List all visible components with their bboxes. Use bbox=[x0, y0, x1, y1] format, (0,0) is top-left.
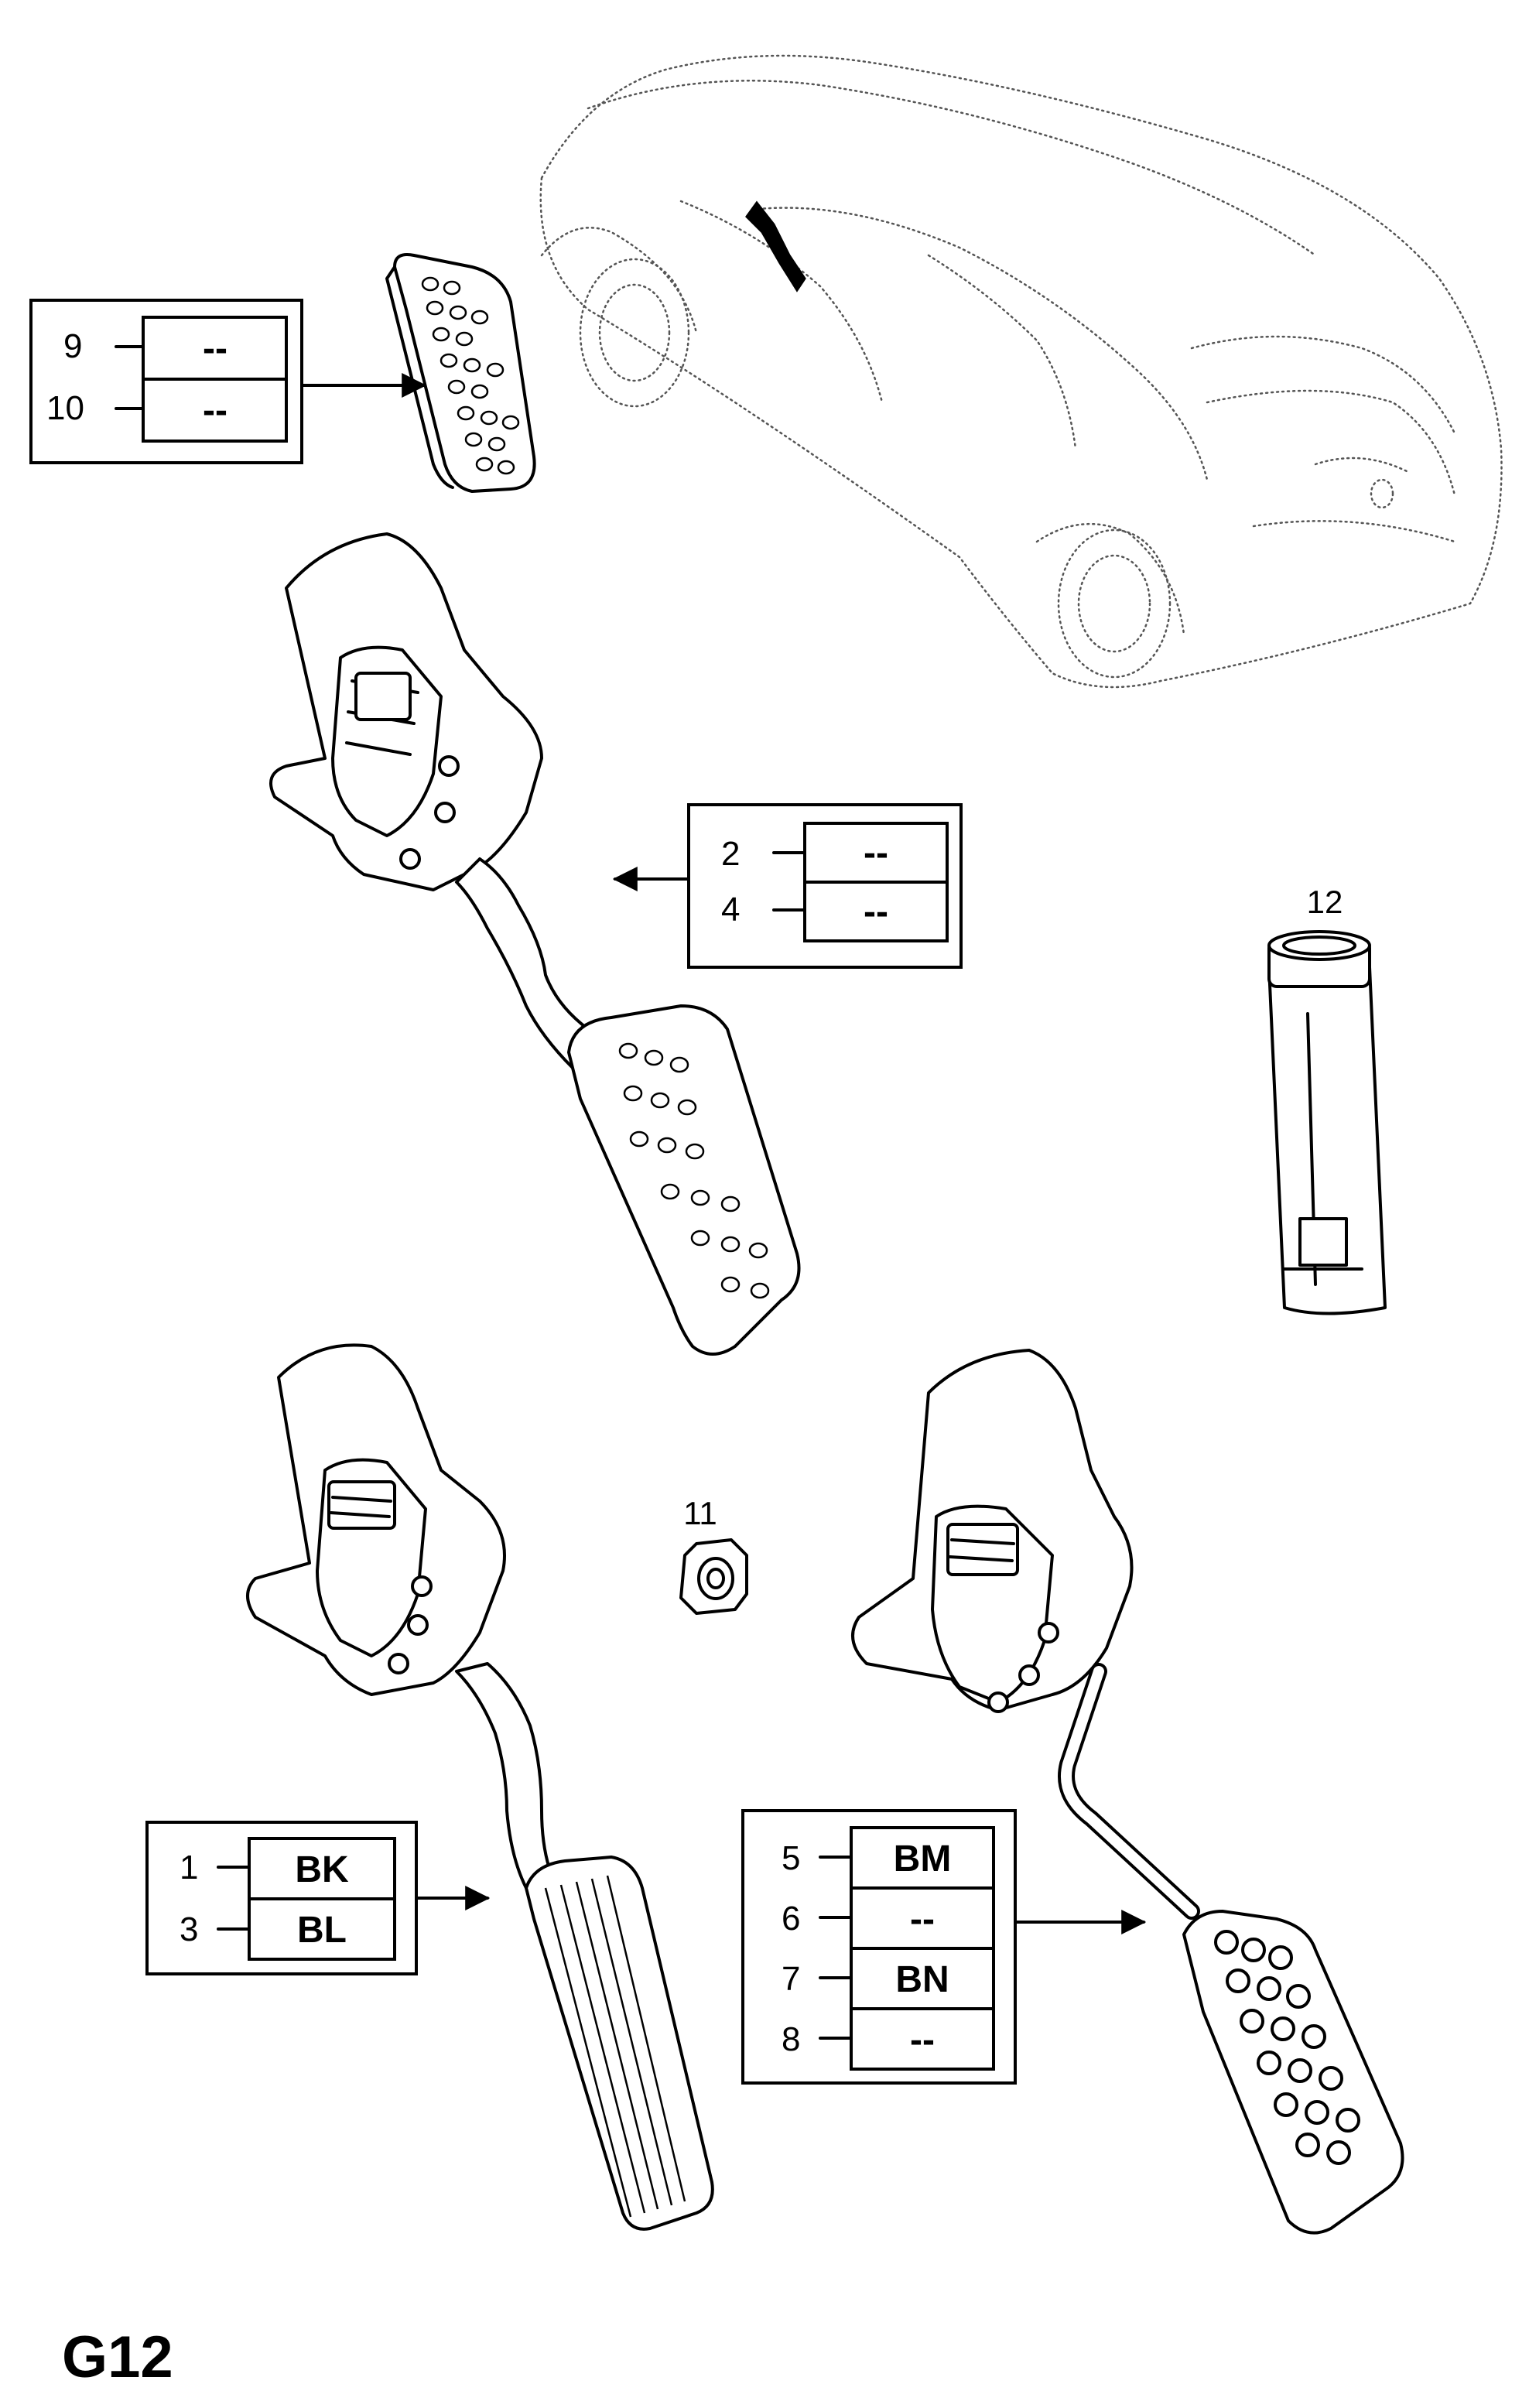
callout-code: BK bbox=[295, 1849, 349, 1890]
callout-code-cell bbox=[248, 1837, 396, 1900]
callout-number: 6 bbox=[782, 1900, 800, 1938]
callout-code: BL bbox=[297, 1910, 347, 1951]
accelerator-pedal-assembly-bottom-right bbox=[851, 1349, 1404, 2235]
car-outline-illustration bbox=[539, 54, 1503, 689]
pedal-pad-cover bbox=[385, 253, 536, 493]
callout-box-2-4: 2 4 -- -- bbox=[612, 803, 963, 969]
callout-number: 9 bbox=[63, 327, 82, 365]
accelerator-pedal-assembly-bottom-left bbox=[246, 1343, 714, 2231]
callout-number: 10 bbox=[46, 389, 84, 427]
callout-code: -- bbox=[864, 891, 888, 932]
callout-number: 3 bbox=[180, 1910, 198, 1948]
callout-code: BN bbox=[895, 1959, 949, 2000]
callout-number: 7 bbox=[782, 1960, 800, 1998]
callout-code-cell bbox=[142, 316, 288, 381]
callout-number: 5 bbox=[782, 1839, 800, 1877]
grease-tube bbox=[1267, 930, 1387, 1315]
callout-code: -- bbox=[203, 390, 227, 431]
callout-box-1-3: 1 3 BK BL bbox=[145, 1821, 491, 1975]
callout-box-9-10: 9 10 -- -- bbox=[29, 299, 427, 464]
callout-code: -- bbox=[910, 2020, 935, 2061]
nut bbox=[679, 1538, 748, 1615]
callout-code: -- bbox=[864, 833, 888, 874]
callout-code-cell bbox=[142, 378, 288, 443]
part-label-nut: 11 bbox=[683, 1495, 717, 1531]
callout-number: 1 bbox=[180, 1849, 198, 1886]
callout-code-cell bbox=[850, 1947, 995, 2010]
callout-code: -- bbox=[910, 1899, 935, 1940]
callout-box-5-8: 5 6 7 8 BM -- BN -- bbox=[741, 1809, 1147, 2085]
callout-code-cell bbox=[803, 881, 949, 942]
callout-number: 2 bbox=[721, 835, 740, 873]
page-code: G12 bbox=[62, 2324, 173, 2390]
callout-number: 8 bbox=[782, 2020, 800, 2058]
callout-number: 4 bbox=[721, 891, 740, 929]
callout-code-cell bbox=[248, 1897, 396, 1961]
callout-code-cell bbox=[850, 2007, 995, 2071]
accelerator-pedal-assembly-middle bbox=[269, 532, 801, 1356]
callout-code-cell bbox=[850, 1826, 995, 1890]
callout-code: BM bbox=[894, 1838, 952, 1880]
callout-code-cell bbox=[803, 822, 949, 884]
part-label-grease-tube: 12 bbox=[1307, 884, 1343, 920]
callout-code: -- bbox=[203, 328, 227, 369]
